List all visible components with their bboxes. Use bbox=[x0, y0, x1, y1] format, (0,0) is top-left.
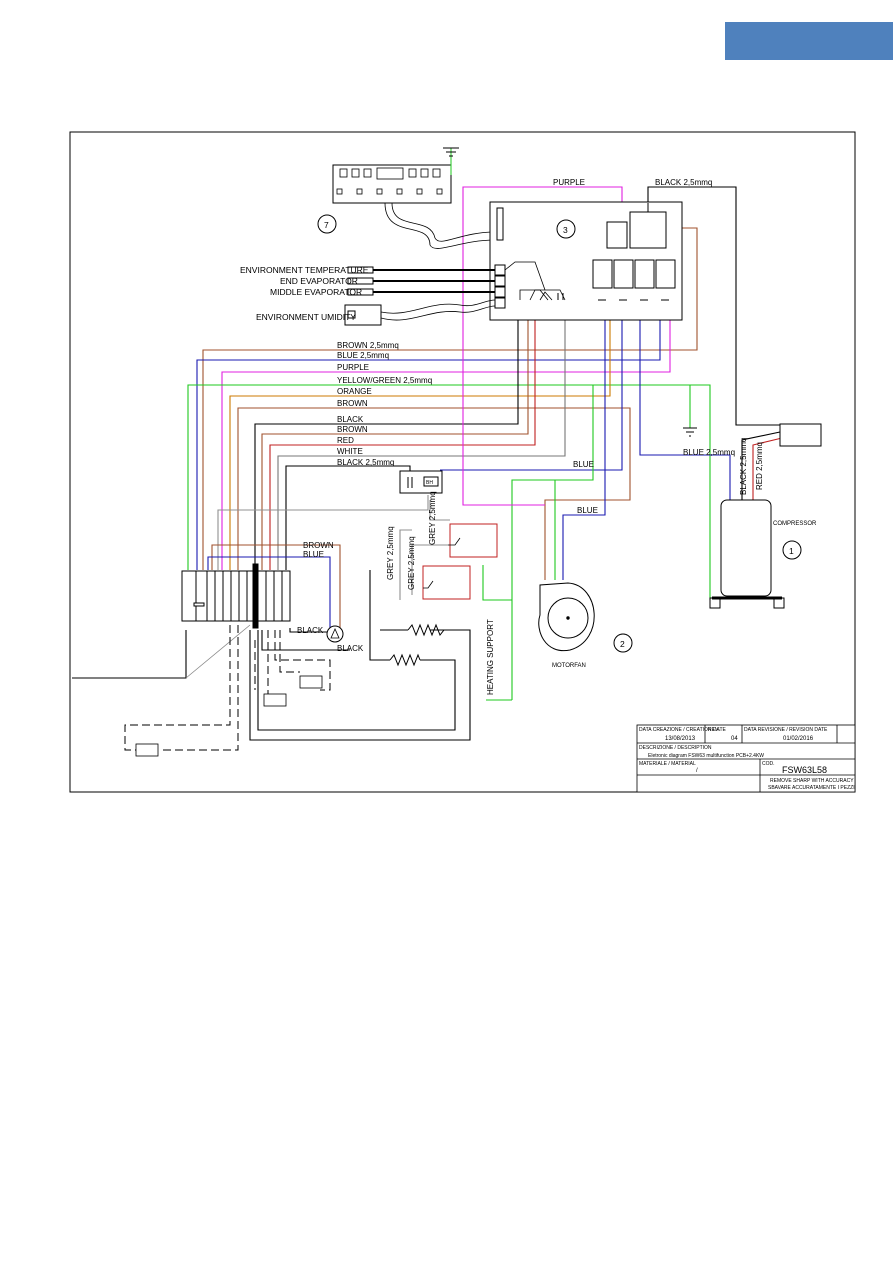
terminal-block bbox=[181, 563, 291, 629]
wire-label-black-pump2: BLACK bbox=[337, 644, 364, 653]
tb-material-label: MATERIALE / MATERIAL bbox=[639, 761, 696, 767]
heater-1 bbox=[407, 623, 455, 637]
thermostat-2 bbox=[422, 565, 471, 600]
tb-rev-date: 01/02/2016 bbox=[783, 736, 814, 742]
tb-rev: 04 bbox=[731, 736, 738, 742]
wire-label-black-comp: BLACK 2,5mmq bbox=[739, 438, 748, 495]
display-number: 7 bbox=[324, 220, 329, 230]
wire-label-blue-comp: BLUE 2,5mmq bbox=[683, 448, 735, 457]
env-humidity-label: ENVIRONMENT UMIDITY bbox=[256, 312, 356, 322]
thermostat-1 bbox=[449, 523, 498, 558]
wire-label-brown: BROWN bbox=[337, 399, 368, 408]
wire-label-grey-b: GREY 2,5mmq bbox=[386, 526, 395, 580]
wire-label-grey-a: GREY 2,5mmq bbox=[428, 491, 437, 545]
wire-label-white: WHITE bbox=[337, 447, 363, 456]
wire-label-blue-a: BLUE bbox=[573, 460, 594, 469]
wire-label-black-pump: BLACK bbox=[297, 626, 324, 635]
wire-label-red-comp: RED 2,5mmq bbox=[755, 442, 764, 490]
wire-label-black: BLACK bbox=[337, 415, 364, 424]
motorfan bbox=[538, 582, 595, 652]
relay-label: BH bbox=[426, 480, 433, 486]
title-block bbox=[636, 724, 856, 793]
tb-rev-date-label: DATA REVISIONE / REVISION DATE bbox=[744, 727, 828, 733]
wire-label-blue-25: BLUE 2,5mmq bbox=[337, 351, 389, 360]
wire-label-purple-top: PURPLE bbox=[553, 178, 585, 187]
wire-label-grey-c: GREY 2,5mmq bbox=[407, 536, 416, 590]
compressor-label: COMPRESSOR bbox=[773, 521, 817, 527]
end-evap-label: END EVAPORATOR bbox=[280, 276, 358, 286]
ground-icon bbox=[443, 147, 459, 175]
compressor bbox=[709, 423, 822, 609]
motorfan-label: MOTORFAN bbox=[552, 663, 586, 669]
wire-label-brown-25: BROWN 2,5mmq bbox=[337, 341, 399, 350]
heater-2 bbox=[389, 653, 421, 667]
wire-label-blue-b: BLUE bbox=[577, 506, 598, 515]
heating-support-label: HEATING SUPPORT bbox=[486, 619, 495, 695]
motorfan-number-badge bbox=[613, 633, 633, 653]
switch-boxes bbox=[135, 675, 323, 757]
wire-label-yellow-green: YELLOW/GREEN 2,5mmq bbox=[337, 376, 432, 385]
tb-note2: SBAVARE ACCURATAMENTE I PEZZI bbox=[768, 785, 855, 791]
wire-label-blue-term: BLUE bbox=[303, 550, 324, 559]
controller-number: 3 bbox=[563, 225, 568, 235]
display-unit bbox=[332, 164, 452, 204]
compressor-number-badge bbox=[782, 540, 802, 560]
wire-label-brown-term: BROWN bbox=[303, 541, 334, 550]
motorfan-number: 2 bbox=[620, 639, 625, 649]
tb-date: 13/08/2013 bbox=[665, 736, 696, 742]
tb-material: / bbox=[696, 768, 698, 774]
tb-code-label: COD. bbox=[762, 761, 775, 767]
wire-label-black-top: BLACK 2,5mmq bbox=[655, 178, 712, 187]
mid-evap-label: MIDDLE EVAPORATOR bbox=[270, 287, 362, 297]
relay bbox=[399, 470, 443, 494]
tb-desc: Eletronic diagram FSW63 multifunction PC… bbox=[648, 753, 764, 759]
controller-board bbox=[489, 201, 683, 321]
tb-code: FSW63L58 bbox=[782, 765, 827, 775]
ground-icon bbox=[683, 427, 697, 437]
tb-note1: REMOVE SHARP WITH ACCURACY bbox=[770, 778, 854, 784]
compressor-number: 1 bbox=[789, 546, 794, 556]
sensor-probes bbox=[344, 266, 496, 326]
controller-number-badge bbox=[556, 219, 576, 239]
wire-label-orange: ORANGE bbox=[337, 387, 372, 396]
corner-tab bbox=[725, 22, 893, 60]
tb-date-label: DATA CREAZIONE / CREATION DATE bbox=[639, 727, 727, 733]
wire-label-purple: PURPLE bbox=[337, 363, 369, 372]
drawing-frame bbox=[69, 131, 856, 793]
wire-label-black-25: BLACK 2,5mmq bbox=[337, 458, 394, 467]
wire-label-red: RED bbox=[337, 436, 354, 445]
tb-rev-label: REV. bbox=[708, 727, 719, 733]
wire-label-brown2: BROWN bbox=[337, 425, 368, 434]
env-temp-label: ENVIRONMENT TEMPERATURE bbox=[240, 265, 369, 275]
display-number-badge bbox=[317, 214, 337, 234]
tb-desc-label: DESCRIZIONE / DESCRIPTION bbox=[639, 745, 712, 751]
